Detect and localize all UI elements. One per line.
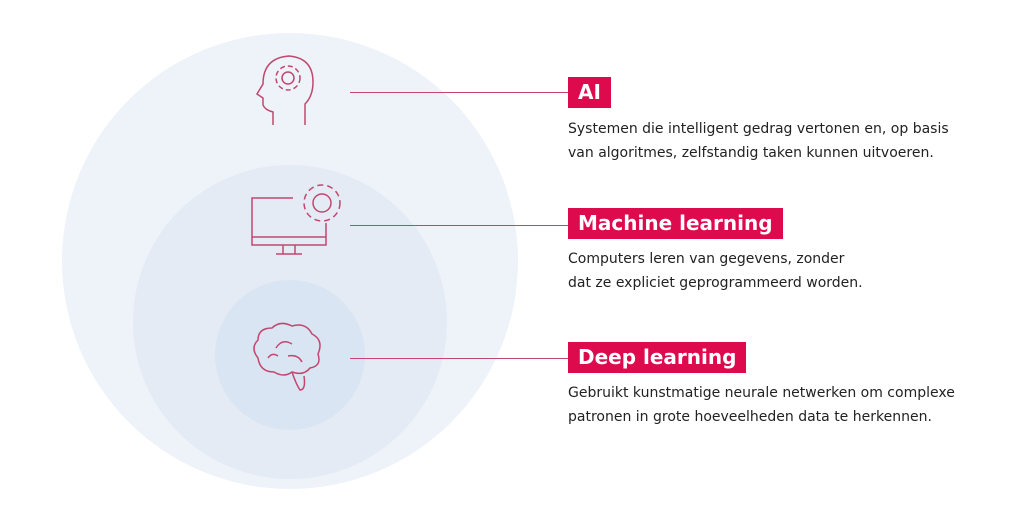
monitor-gear-icon [251,184,341,255]
ml-connector-line [350,225,568,226]
dl-connector-line [350,358,568,359]
ai-label: AI [568,77,611,108]
head-gear-icon [255,55,314,125]
desc-line: Systemen die intelligent gedrag vertonen… [568,121,949,137]
ai-connector-line [350,92,568,93]
desc-line: patronen in grote hoeveelheden data te h… [568,409,932,425]
desc-line: Computers leren van gegevens, zonder [568,251,845,267]
deep-learning-label: Deep learning [568,342,747,373]
brain-icon [253,322,321,391]
deep-learning-description: Gebruikt kunstmatige neurale netwerken o… [568,381,955,429]
desc-line: dat ze expliciet geprogrammeerd worden. [568,275,863,291]
ai-description: Systemen die intelligent gedrag vertonen… [568,117,949,165]
desc-line: Gebruikt kunstmatige neurale netwerken o… [568,385,955,401]
machine-learning-description: Computers leren van gegevens, zonder dat… [568,247,863,295]
machine-learning-label: Machine learning [568,208,783,239]
desc-line: van algoritmes, zelfstandig taken kunnen… [568,145,934,161]
